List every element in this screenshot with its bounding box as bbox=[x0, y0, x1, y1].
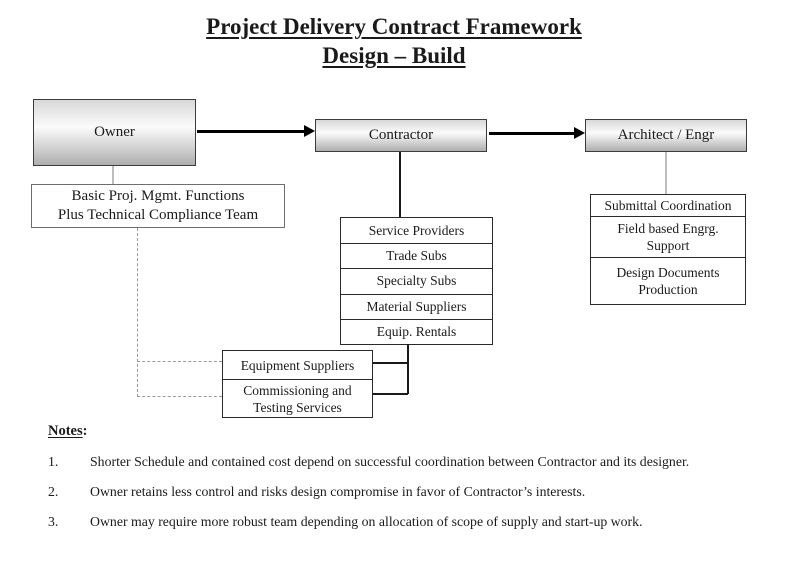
notes-heading-colon: : bbox=[82, 423, 88, 439]
supplier-commissioning-testing: Commissioning and Testing Services bbox=[223, 379, 372, 417]
subs-to-commissioning-connector bbox=[373, 393, 408, 395]
contractor-subs-stack: Service Providers Trade Subs Specialty S… bbox=[340, 217, 493, 345]
owner-to-contractor-arrow-head bbox=[304, 125, 315, 137]
note-item-1: 1. Shorter Schedule and contained cost d… bbox=[48, 453, 748, 471]
owner-team-line-1: Basic Proj. Mgmt. Functions bbox=[71, 188, 245, 204]
note-number: 3. bbox=[48, 514, 59, 529]
owner-box: Owner bbox=[33, 99, 196, 166]
notes-heading-word: Notes bbox=[48, 423, 83, 439]
team-dashed-vertical-connector bbox=[137, 228, 138, 397]
owner-label: Owner bbox=[94, 124, 135, 140]
architect-box: Architect / Engr bbox=[585, 119, 747, 152]
title-line-2: Design – Build bbox=[322, 43, 466, 68]
team-to-equipment-dashed-connector bbox=[137, 361, 222, 362]
team-to-commissioning-dashed-connector bbox=[137, 396, 222, 397]
function-design-documents: Design Documents Production bbox=[591, 257, 745, 304]
architect-label: Architect / Engr bbox=[617, 127, 715, 143]
contractor-to-architect-arrow-head bbox=[574, 127, 585, 139]
sub-specialty-subs: Specialty Subs bbox=[341, 268, 492, 293]
sub-trade-subs: Trade Subs bbox=[341, 243, 492, 268]
notes-heading: Notes: bbox=[48, 423, 748, 440]
owner-to-contractor-arrow-line bbox=[197, 130, 305, 133]
page-title: Project Delivery Contract Framework Desi… bbox=[0, 12, 788, 70]
contractor-to-architect-arrow-line bbox=[489, 132, 575, 135]
owner-to-team-connector bbox=[112, 166, 114, 184]
contractor-label: Contractor bbox=[368, 127, 434, 143]
title-line-1: Project Delivery Contract Framework bbox=[206, 14, 582, 39]
owner-team-line-2: Plus Technical Compliance Team bbox=[57, 207, 259, 223]
note-text: Owner retains less control and risks des… bbox=[90, 484, 586, 499]
sub-equip-rentals: Equip. Rentals bbox=[341, 318, 492, 344]
owner-team-box: Basic Proj. Mgmt. Functions Plus Technic… bbox=[31, 184, 285, 228]
supplier-equipment: Equipment Suppliers bbox=[240, 357, 355, 373]
note-text: Owner may require more robust team depen… bbox=[90, 514, 643, 529]
sub-service-providers: Service Providers bbox=[368, 222, 465, 238]
subs-to-equipment-connector bbox=[373, 362, 408, 364]
notes-section: Notes: 1. Shorter Schedule and contained… bbox=[48, 423, 748, 543]
note-number: 2. bbox=[48, 484, 59, 499]
subs-bottom-vertical-connector bbox=[407, 344, 409, 394]
architect-functions-column: Submittal Coordination Field based Engrg… bbox=[590, 194, 746, 305]
architect-to-functions-connector bbox=[665, 152, 667, 194]
owner-suppliers-stack: Equipment Suppliers Commissioning and Te… bbox=[222, 350, 373, 418]
function-submittal-coordination: Submittal Coordination bbox=[604, 198, 732, 213]
note-text: Shorter Schedule and contained cost depe… bbox=[90, 454, 690, 469]
sub-material-suppliers: Material Suppliers bbox=[341, 293, 492, 319]
contractor-box: Contractor bbox=[315, 119, 487, 152]
contractor-to-subs-connector bbox=[399, 152, 401, 217]
function-field-engrg-support: Field based Engrg. Support bbox=[591, 216, 745, 257]
note-number: 1. bbox=[48, 454, 59, 469]
note-item-3: 3. Owner may require more robust team de… bbox=[48, 513, 748, 531]
note-item-2: 2. Owner retains less control and risks … bbox=[48, 483, 748, 501]
